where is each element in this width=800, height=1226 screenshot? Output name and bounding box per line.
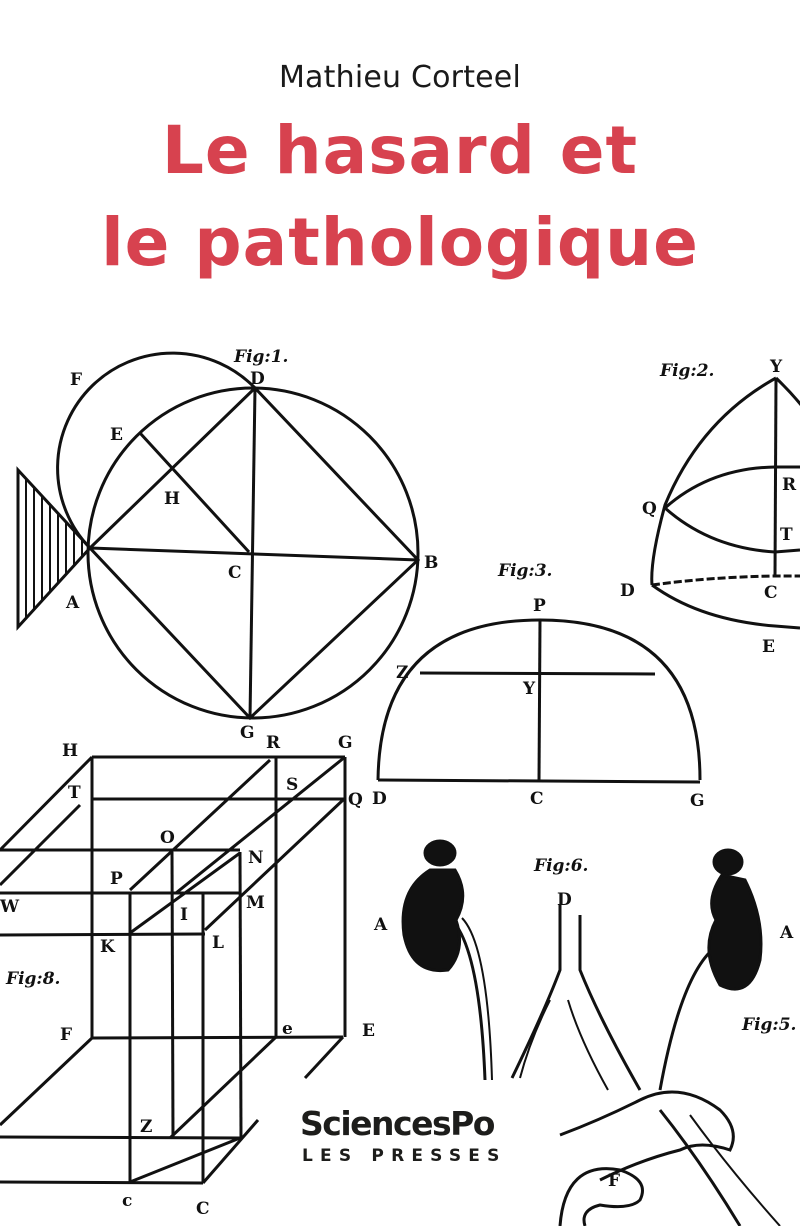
fig1-caption: Fig:1.: [233, 347, 288, 367]
fig3-label-d: D: [372, 789, 387, 809]
figure-2-spherical-diagram: [650, 376, 800, 630]
publisher-name: SciencesPo: [300, 1104, 495, 1143]
fig3-label-z: Z: [396, 663, 408, 683]
fig6-label-d: D: [557, 890, 572, 910]
fig1-label-e: E: [110, 425, 123, 445]
fig1-label-d: D: [250, 369, 265, 389]
fig3-label-y: Y: [522, 679, 536, 699]
fig6-caption: Fig:6.: [533, 856, 588, 876]
fig1-label-c: C: [228, 563, 242, 583]
fig2-label-r: R: [782, 475, 797, 495]
fig8-label-z: Z: [140, 1117, 152, 1137]
fig8-caption: Fig:8.: [5, 969, 60, 989]
fig8-label-k: K: [100, 937, 116, 957]
publisher-logo: SciencesPo LES PRESSES: [290, 1080, 540, 1226]
fig3-caption: Fig:3.: [497, 561, 552, 581]
fig6-label-f: F: [608, 1171, 620, 1191]
fig3-label-p: P: [533, 596, 546, 616]
fig8-label-w: W: [0, 897, 20, 917]
fig1-label-g: G: [240, 723, 255, 743]
fig6-label-a-right: A: [779, 923, 794, 943]
fig8-label-c-lower: c: [122, 1191, 132, 1211]
fig5-caption: Fig:5.: [741, 1015, 796, 1035]
fig8-label-i: I: [180, 905, 188, 925]
fig2-label-q: Q: [642, 499, 657, 519]
fig8-label-o: O: [160, 828, 175, 848]
fig8-label-f: F: [60, 1025, 72, 1045]
fig8-label-e-lower: e: [282, 1019, 293, 1039]
fig8-label-c-upper: C: [196, 1199, 210, 1219]
fig1-label-f: F: [70, 370, 82, 390]
publisher-subtitle: LES PRESSES: [302, 1146, 507, 1166]
fig2-label-t: T: [780, 525, 793, 545]
author-name: Mathieu Corteel: [278, 60, 522, 95]
fig6-label-a-left: A: [373, 915, 388, 935]
book-title-line-2: le pathologique: [101, 204, 699, 281]
fig2-label-c: C: [764, 583, 778, 603]
fig8-label-s: S: [286, 775, 298, 795]
fig8-label-r: R: [266, 733, 281, 753]
fig2-caption: Fig:2.: [659, 361, 714, 381]
fig8-label-l: L: [212, 933, 224, 953]
fig8-label-e-upper: E: [362, 1021, 375, 1041]
figure-6-kidney-diagram: [401, 839, 781, 1226]
fig8-label-p: P: [110, 869, 123, 889]
book-title-line-1: Le hasard et: [161, 112, 639, 189]
fig1-label-h: H: [164, 489, 180, 509]
fig3-label-c: C: [530, 789, 544, 809]
fig1-label-a: A: [65, 593, 80, 613]
fig1-label-b: B: [424, 553, 438, 573]
fig8-label-g: G: [338, 733, 353, 753]
fig8-label-m: M: [246, 893, 265, 913]
figure-3-semicircle-diagram: [376, 618, 702, 784]
fig2-label-e: E: [762, 637, 775, 657]
fig8-label-h: H: [62, 741, 78, 761]
fig8-label-t: T: [68, 783, 81, 803]
figure-1-circle-diagram: [16, 351, 421, 721]
fig2-label-d: D: [620, 581, 635, 601]
fig3-label-g: G: [690, 791, 705, 811]
fig8-label-n: N: [248, 848, 264, 868]
fig8-label-q: Q: [348, 790, 363, 810]
figure-8-cube-diagram: [0, 755, 347, 1185]
fig2-label-y: Y: [769, 357, 783, 377]
